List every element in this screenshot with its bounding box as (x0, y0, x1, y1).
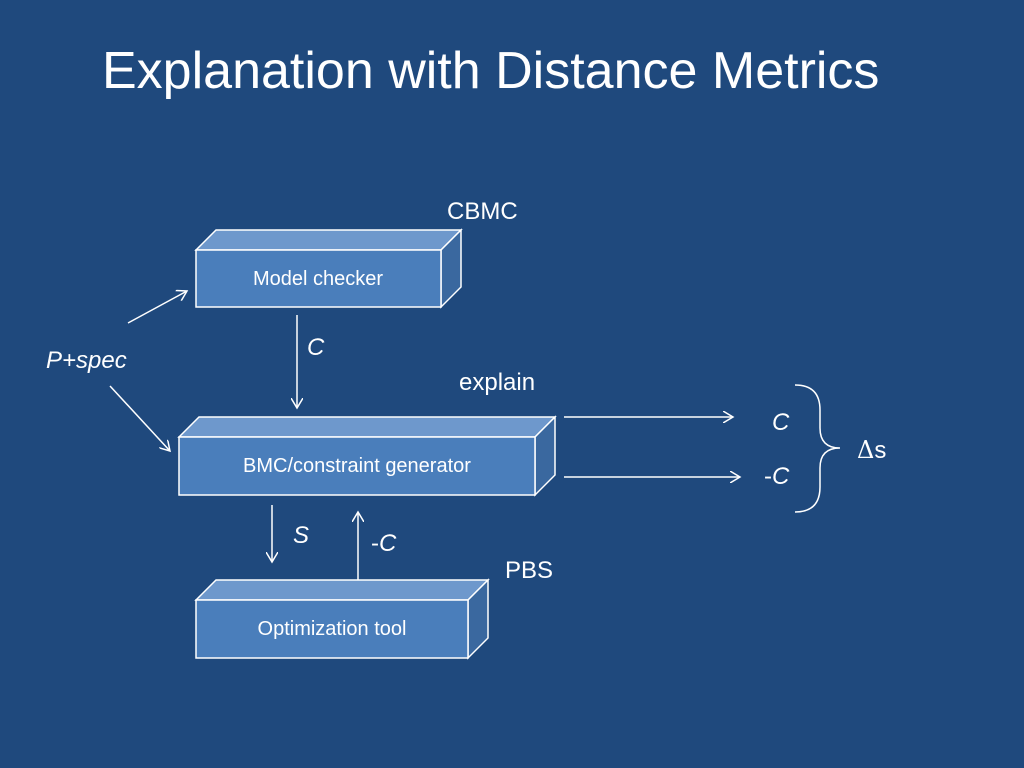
bmc-generator-label: BMC/constraint generator (243, 455, 471, 477)
arrow-pspec-to-model-checker (127, 291, 187, 324)
bmc-generator-box: BMC/constraint generator (177, 415, 557, 497)
neg-c-up-label: -C (371, 532, 396, 556)
optimization-tool-box: Optimization tool (194, 578, 490, 660)
neg-c-output-label: -C (764, 465, 789, 489)
bmc-generator-box-top (177, 416, 557, 438)
cbmc-label: CBMC (447, 198, 518, 225)
model-checker-box: Model checker (194, 228, 463, 309)
delta-s-label: Δs (857, 438, 886, 463)
neg-c-up-var: C (379, 530, 397, 557)
curly-brace (794, 384, 841, 513)
neg-c-output-var: C (772, 463, 790, 490)
s-label: S (293, 522, 310, 549)
neg-c-up-minus: - (371, 530, 379, 557)
neg-c-output-minus: - (764, 463, 772, 490)
arrow-pspec-to-bmc (109, 385, 170, 451)
explain-label: explain (459, 369, 536, 396)
bmc-generator-box-front (178, 436, 536, 496)
model-checker-label: Model checker (253, 268, 383, 290)
page-title: Explanation with Distance Metrics (102, 42, 880, 100)
p-spec-label: P+spec (46, 347, 127, 374)
model-checker-box-top (194, 229, 463, 251)
optimization-tool-box-top (194, 579, 490, 601)
delta-symbol: Δ (857, 436, 875, 464)
optimization-tool-box-front (195, 599, 469, 659)
c-label-down: C (307, 334, 325, 361)
pbs-label: PBS (505, 557, 554, 584)
optimization-tool-label: Optimization tool (258, 618, 407, 640)
c-output-label: C (772, 409, 790, 436)
delta-s-var: s (874, 437, 887, 464)
model-checker-box-front (195, 249, 442, 308)
